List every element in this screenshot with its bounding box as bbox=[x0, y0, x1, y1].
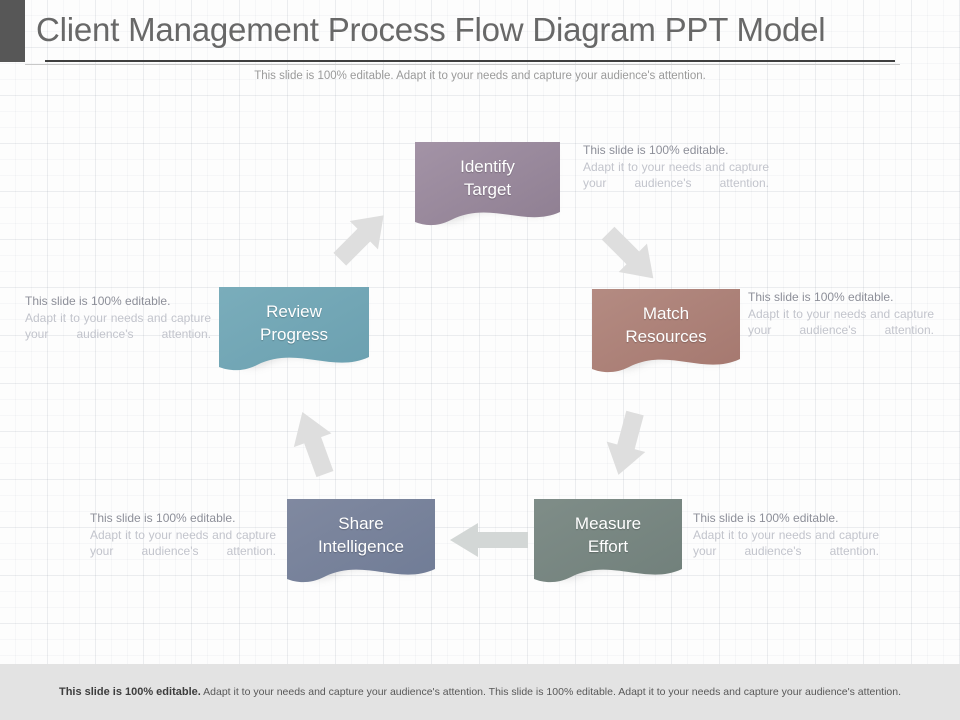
node-review-progress[interactable]: Review Progress bbox=[219, 287, 369, 371]
node-shape bbox=[534, 499, 682, 583]
footer-lead: This slide is 100% editable. bbox=[58, 685, 201, 698]
desc-lead: This slide is 100% editable. bbox=[90, 511, 236, 525]
desc-share-intelligence: This slide is 100% editable. Adapt it to… bbox=[90, 510, 276, 576]
title-underline bbox=[45, 60, 895, 62]
arrow-match-to-measure bbox=[606, 410, 646, 475]
arrow-share-to-review bbox=[293, 412, 334, 478]
node-share-intelligence[interactable]: Share Intelligence bbox=[287, 499, 435, 583]
node-shape bbox=[287, 499, 435, 583]
page-subtitle: This slide is 100% editable. Adapt it to… bbox=[254, 70, 706, 82]
footer-text: This slide is 100% editable. Adapt it to… bbox=[20, 685, 940, 700]
desc-measure-effort: This slide is 100% editable. Adapt it to… bbox=[693, 510, 879, 576]
desc-lead: This slide is 100% editable. bbox=[748, 290, 894, 304]
arrow-identify-to-match bbox=[601, 226, 654, 279]
arrow-review-to-identify bbox=[333, 215, 384, 266]
desc-lead: This slide is 100% editable. bbox=[25, 294, 171, 308]
node-identify-target[interactable]: Identify Target bbox=[415, 142, 560, 226]
arrow-measure-to-share bbox=[450, 523, 528, 557]
desc-lead: This slide is 100% editable. bbox=[583, 143, 729, 157]
node-shape bbox=[415, 142, 560, 226]
node-match-resources[interactable]: Match Resources bbox=[592, 289, 740, 373]
title-underline-secondary bbox=[25, 64, 900, 65]
desc-identify-target: This slide is 100% editable. Adapt it to… bbox=[583, 142, 769, 208]
desc-lead: This slide is 100% editable. bbox=[693, 511, 839, 525]
desc-body: Adapt it to your needs and capture your … bbox=[25, 310, 211, 342]
desc-body: Adapt it to your needs and capture your … bbox=[90, 527, 276, 559]
node-shape bbox=[219, 287, 369, 371]
desc-body: Adapt it to your needs and capture your … bbox=[693, 527, 879, 559]
page-title: Client Management Process Flow Diagram P… bbox=[36, 11, 826, 48]
footer-body: Adapt it to your needs and capture your … bbox=[203, 685, 902, 698]
desc-review-progress: This slide is 100% editable. Adapt it to… bbox=[25, 293, 211, 359]
header-accent-block bbox=[0, 0, 25, 62]
desc-match-resources: This slide is 100% editable. Adapt it to… bbox=[748, 289, 934, 355]
desc-body: Adapt it to your needs and capture your … bbox=[748, 306, 934, 338]
node-shape bbox=[592, 289, 740, 373]
desc-body: Adapt it to your needs and capture your … bbox=[583, 159, 769, 191]
node-measure-effort[interactable]: Measure Effort bbox=[534, 499, 682, 583]
footer-bar: This slide is 100% editable. Adapt it to… bbox=[0, 664, 960, 720]
